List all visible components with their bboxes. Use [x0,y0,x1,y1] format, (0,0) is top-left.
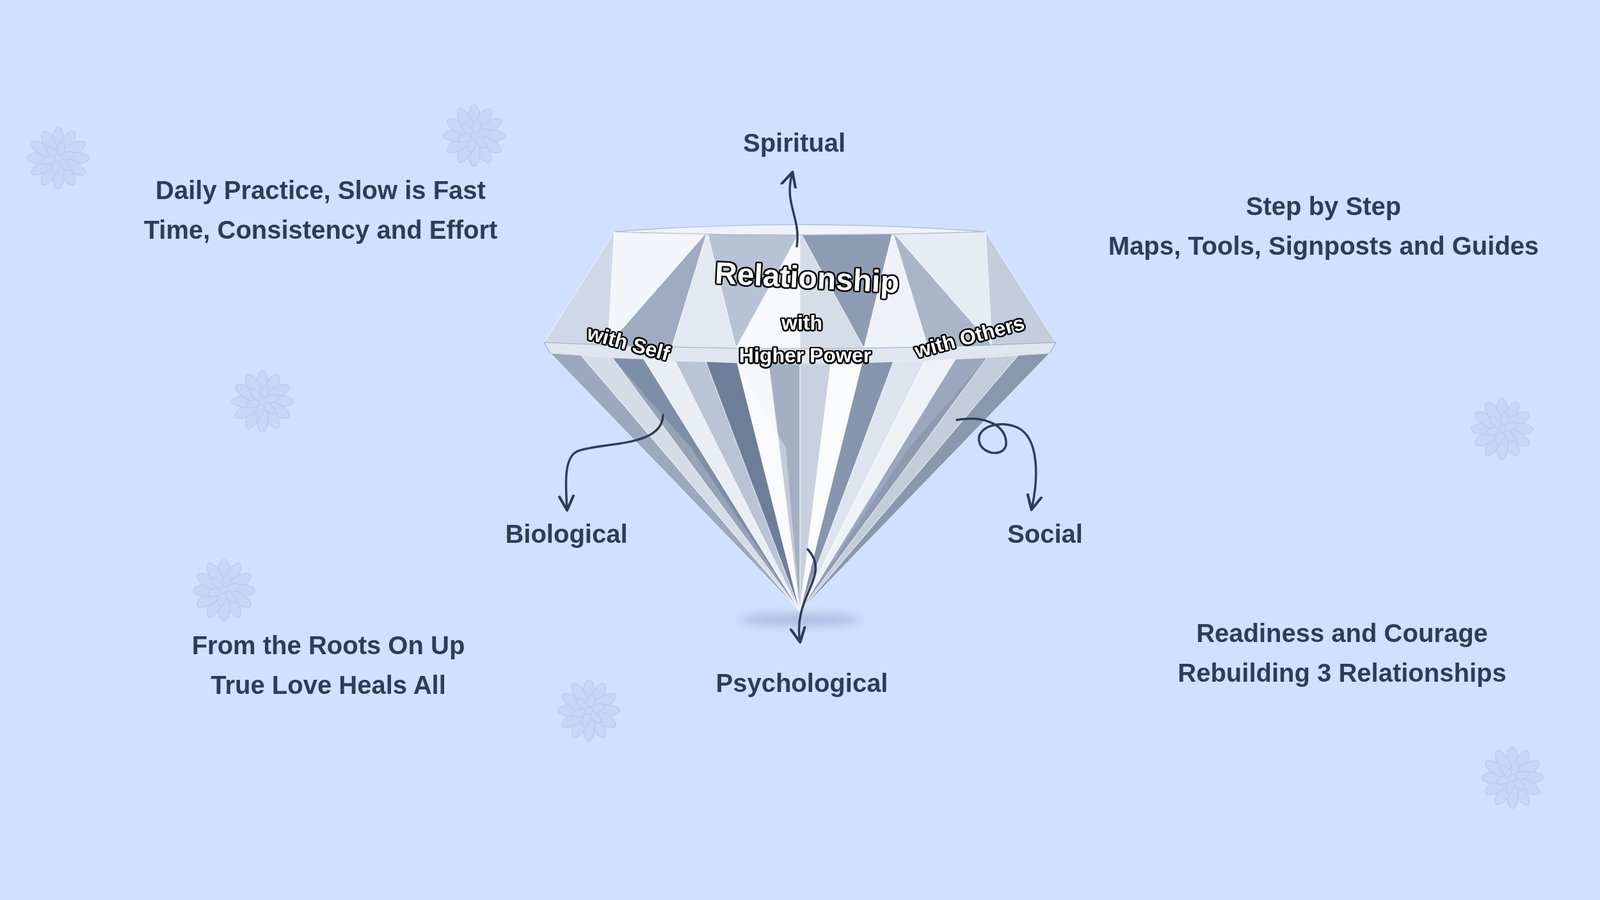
flower-watermark [231,370,294,432]
flower-watermark [1471,398,1533,460]
heading-text: Relationship [714,255,901,301]
tagline: Readiness and Courage [1196,617,1488,649]
dimension-label: Social [1007,518,1083,550]
diamond-shade [800,357,987,612]
curved-arrow [956,418,1037,509]
diamond-facet [643,359,800,612]
diamond-facet [800,353,1050,612]
diamond-facet [550,353,800,612]
diamond-table [614,224,986,235]
curved-arrow [798,549,816,642]
diamond-facet [581,355,800,612]
node-text: Higher Power [739,343,872,368]
tagline: From the Roots On Up [192,629,466,661]
flower-watermark [193,559,255,621]
node-text: with [781,311,823,335]
diamond-highlight [800,362,863,612]
tagline: Daily Practice, Slow is Fast [155,174,486,206]
dimension-label: Spiritual [743,127,846,159]
diamond-facet [675,360,800,612]
flower-watermark [27,127,89,189]
flower-watermark [443,104,505,167]
diamond-highlight [612,357,800,612]
tagline: True Love Heals All [210,669,447,701]
diamond-facet [705,361,800,612]
flower-watermark [558,679,620,742]
diamond-facet [737,362,800,612]
diamond-node: Relationship withHigher Power with Self wit… [544,217,1056,615]
tagline: Step by Step [1246,190,1401,222]
tagline: Time, Consistency and Effort [144,214,498,246]
diamond-pavilion [550,353,1050,612]
tagline: Rebuilding 3 Relationships [1177,657,1506,688]
diamond-facet [612,357,800,612]
node-text: with Others [912,310,1028,363]
diamond-highlight [737,362,800,612]
curved-arrow [565,414,664,510]
tagline: Maps, Tools, Signposts and Guides [1108,230,1540,262]
dimension-label: Biological [504,518,628,550]
flower-watermark [1481,746,1544,809]
curved-arrow [789,172,798,247]
dimension-label: Psychological [716,667,889,699]
node-text: with Self [584,320,673,366]
flower-watermarks [27,104,1544,809]
arrows [565,172,1036,642]
